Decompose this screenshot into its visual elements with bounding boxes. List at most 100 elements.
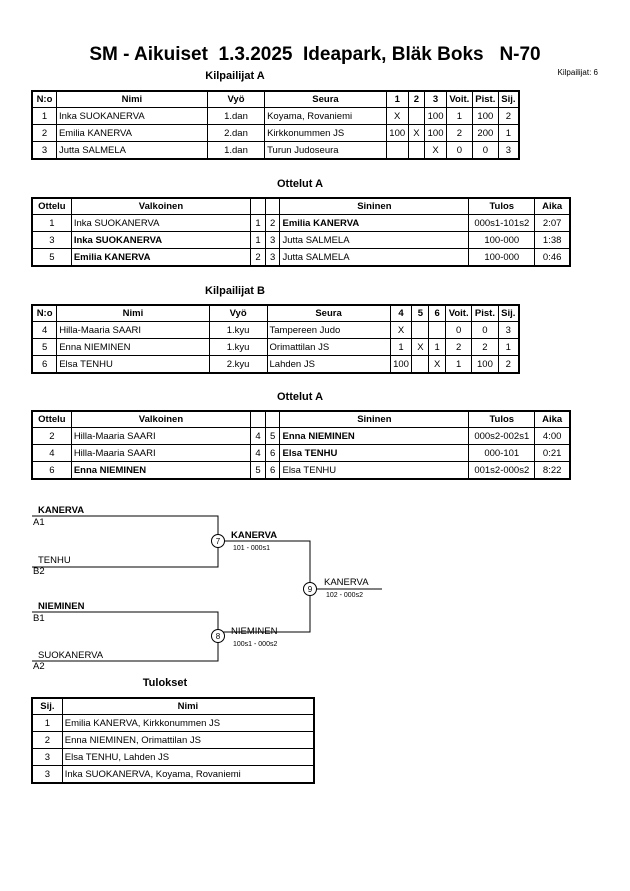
table-cell: Lahden JS	[266, 355, 391, 374]
table-cell: 100-000	[468, 248, 536, 267]
match-9-score: 102 - 000s2	[326, 592, 363, 599]
bracket-s1-bot-seed: B2	[33, 566, 45, 577]
table-cell: 0:21	[534, 444, 571, 462]
table-cell: 100	[471, 107, 499, 125]
table-cell: 100	[389, 355, 413, 374]
table-cell: 100	[385, 124, 409, 142]
table-cell: 2	[31, 731, 63, 749]
column-header: Nimi	[61, 697, 315, 715]
column-header: Sij.	[497, 90, 520, 108]
table-cell: 4	[250, 444, 266, 462]
match-7-score: 101 - 000s1	[233, 545, 270, 552]
page-title: SM - Aikuiset 1.3.2025 Ideapark, Bläk Bo…	[89, 44, 541, 65]
bracket-s1-top-seed: A1	[33, 517, 45, 528]
pool-b-title: Kilpailijat B	[205, 285, 265, 297]
table-cell: 1	[31, 714, 63, 732]
bracket-s1-top: KANERVA	[38, 505, 84, 516]
table-cell: 2	[31, 124, 57, 142]
table-cell: 0	[471, 141, 499, 160]
table-cell: Emilia KANERVA	[55, 124, 208, 142]
table-cell: 3	[31, 765, 63, 784]
table-cell: 3	[31, 748, 63, 766]
table-cell: Inka SUOKANERVA, Koyama, Rovaniemi	[61, 765, 315, 784]
table-cell: Elsa TENHU	[279, 444, 470, 462]
match-8-circle	[211, 629, 225, 643]
table-cell: Enna NIEMINEN, Orimattilan JS	[61, 731, 315, 749]
bracket-s1-bot: TENHU	[38, 555, 71, 566]
match-7-winner: KANERVA	[231, 530, 277, 541]
table-cell: 2	[471, 338, 499, 356]
match-9-number: 9	[308, 585, 313, 594]
match-7-circle	[211, 534, 225, 548]
match-8-number: 8	[216, 632, 221, 641]
competitor-count: Kilpailijat: 6	[557, 68, 598, 77]
match-8-winner: NIEMINEN	[231, 626, 278, 637]
bracket-s2-top-seed: B1	[33, 613, 45, 624]
bracket-s2-bot: SUOKANERVA	[38, 650, 104, 661]
table-cell: 5	[31, 248, 72, 267]
table-cell: Jutta SALMELA	[55, 141, 208, 160]
table-cell: 1	[250, 231, 266, 249]
table-cell: Jutta SALMELA	[279, 231, 470, 249]
table-cell: Kirkkonummen JS	[264, 124, 387, 142]
table-cell: 6	[31, 461, 72, 480]
table-cell: 1	[497, 124, 520, 142]
table-cell	[411, 355, 430, 374]
table-cell: 2	[497, 355, 520, 374]
pool-a-title: Kilpailijat A	[205, 70, 265, 82]
table-cell: 4	[31, 444, 72, 462]
table-cell: 3	[497, 141, 520, 160]
table-cell: Elsa TENHU	[56, 355, 210, 374]
table-cell: Orimattilan JS	[266, 338, 391, 356]
match-8-score: 100s1 - 000s2	[233, 641, 277, 648]
table-cell: Emilia KANERVA, Kirkkonummen JS	[61, 714, 315, 732]
table-cell: Inka SUOKANERVA	[70, 231, 252, 249]
table-cell: Elsa TENHU, Lahden JS	[61, 748, 315, 766]
table-cell: 8:22	[534, 461, 571, 480]
match-9-winner: KANERVA	[324, 577, 369, 588]
matches-b-title: Ottelut A	[276, 391, 324, 403]
table-cell: 0:46	[534, 248, 571, 267]
table-cell: 1	[389, 338, 413, 356]
table-cell: Emilia KANERVA	[70, 248, 252, 267]
table-cell: 100	[471, 355, 499, 374]
table-cell	[385, 141, 409, 160]
match-7-number: 7	[216, 537, 221, 546]
column-header: Sij.	[31, 697, 63, 715]
table-cell: 5	[250, 461, 266, 480]
match-9-circle	[303, 582, 317, 596]
table-cell: 1.dan	[206, 141, 266, 160]
table-cell: Jutta SALMELA	[279, 248, 470, 267]
matches-a-title: Ottelut A	[276, 178, 324, 190]
table-cell: Hilla-Maaria SAARI	[70, 444, 252, 462]
table-cell: 3	[31, 231, 72, 249]
header-row: Sij.Nimi	[31, 697, 315, 715]
table-cell: 3	[31, 141, 57, 160]
bracket-s2-bot-seed: A2	[33, 661, 45, 672]
table-cell: Turun Judoseura	[264, 141, 387, 160]
bracket-s2-top: NIEMINEN	[38, 601, 85, 612]
table-cell: 100-000	[468, 231, 536, 249]
table-cell: X	[411, 338, 430, 356]
table-cell: 1	[497, 338, 520, 356]
table-cell: 200	[471, 124, 499, 142]
table-cell: Enna NIEMINEN	[56, 338, 210, 356]
results-title: Tulokset	[142, 677, 188, 689]
